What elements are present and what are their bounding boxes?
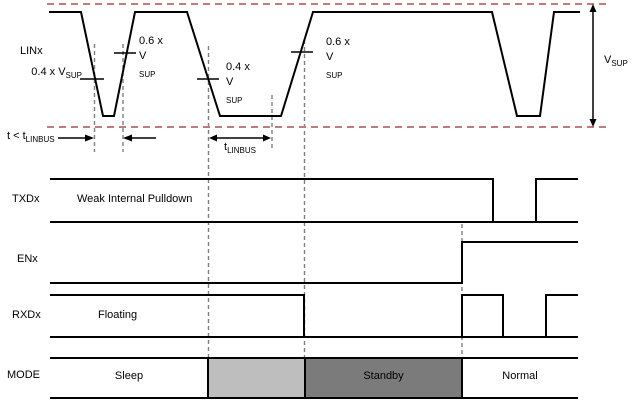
row-label-enx: ENx (17, 253, 38, 265)
mode-state-sleep: Sleep (114, 370, 144, 382)
timing-text: t < t (7, 130, 26, 142)
vsup-subscript: SUP (611, 59, 628, 69)
vsup-axis-label: VSUP (604, 53, 628, 68)
timing-subscript: LINBUS (25, 135, 55, 145)
mode-wakeup-box (207, 357, 306, 399)
vsup-subscript: SUP (326, 71, 343, 81)
t-linbus-label: tLINBUS (210, 140, 270, 155)
vsup-subscript: SUP (139, 70, 156, 80)
vsup-symbol: V (604, 54, 612, 66)
mode-state-normal: Normal (502, 370, 538, 382)
vsup-subscript: SUP (65, 71, 82, 81)
mode-state-standby: Standby (363, 370, 404, 382)
threshold-value: 0.6 x (326, 36, 350, 48)
mode-rails (50, 357, 578, 399)
t-short-label: t < tLINBUS (7, 129, 55, 144)
t-linbus-arrow (209, 134, 271, 142)
t-short-arrows (58, 134, 156, 142)
linx-waveform (49, 11, 580, 117)
vsup-arrow (589, 4, 597, 127)
row-label-mode: MODE (7, 369, 40, 381)
threshold-ticks (80, 51, 313, 80)
rxdx-trace (50, 294, 578, 338)
vsup-reference-lines (47, 3, 606, 128)
rxdx-state-text: Floating (98, 309, 138, 321)
threshold-value: 0.6 x (139, 35, 163, 47)
threshold-value: 0.4 x V (31, 66, 66, 78)
timing-text: t (224, 141, 228, 153)
row-label-linx: LINx (20, 45, 43, 57)
timing-subscript: LINBUS (227, 146, 256, 156)
threshold-value: 0.4 x (226, 61, 250, 73)
row-label-rxdx: RXDx (12, 309, 41, 321)
txdx-state-text: Weak Internal Pulldown (77, 193, 193, 205)
txdx-trace (50, 178, 578, 223)
dashed-guide-lines (93, 40, 463, 358)
enx-trace (50, 241, 578, 284)
row-label-txdx: TXDx (12, 193, 40, 205)
lin-threshold-04-label-first: 0.4 x VSUP (22, 65, 82, 80)
vsup-subscript: SUP (226, 96, 243, 106)
